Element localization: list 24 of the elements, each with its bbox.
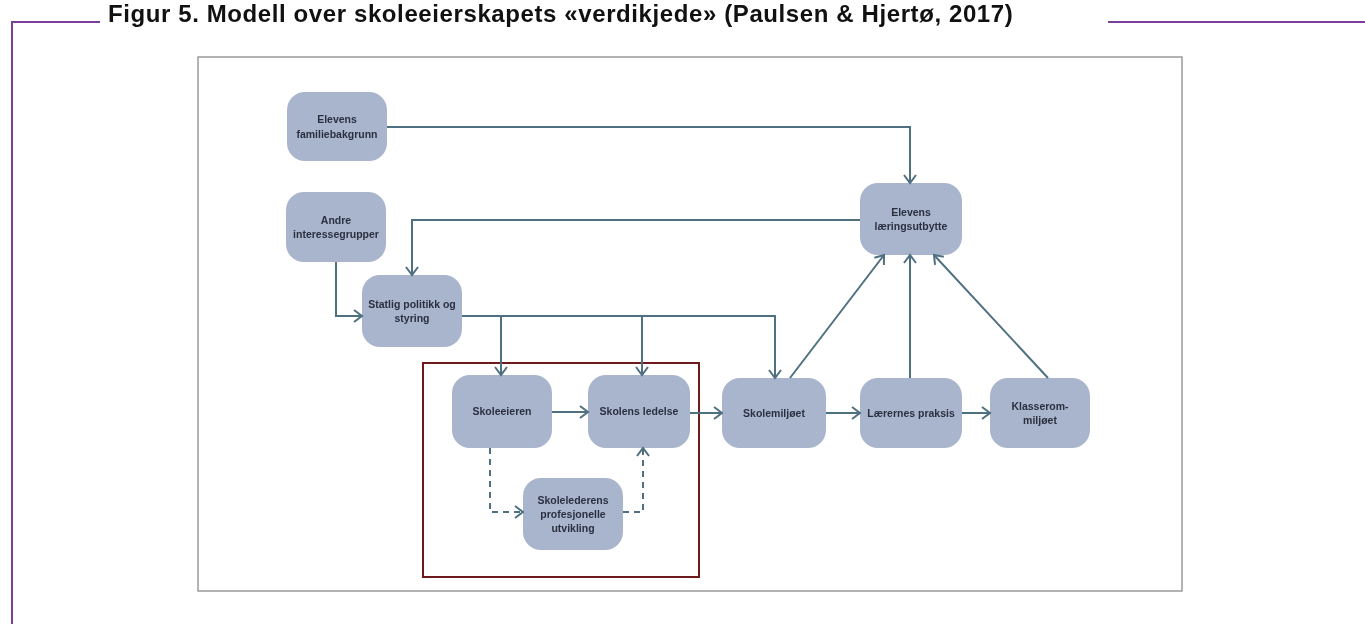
process-box: Elevens familiebakgrunn: [287, 92, 387, 161]
arrow: [386, 126, 917, 184]
arrow: [489, 447, 524, 519]
process-box: Andre interessegrupper: [286, 192, 386, 262]
arrow: [405, 219, 861, 276]
process-box: Lærernes praksis: [860, 378, 962, 448]
arrow: [622, 447, 650, 513]
arrow: [461, 315, 782, 379]
process-box: Skolens ledelse: [588, 375, 690, 448]
arrow: [789, 254, 885, 379]
group-frame: [422, 362, 700, 578]
arrow: [825, 406, 861, 420]
arrow: [551, 405, 589, 419]
arrow: [903, 254, 917, 379]
arrow: [335, 261, 363, 323]
process-box: Skolelederens profesjonelle utvikling: [523, 478, 623, 550]
process-box: Elevens læringsutbytte: [860, 183, 962, 255]
arrow: [961, 406, 991, 420]
arrow: [689, 406, 723, 420]
process-box: Skoleeieren: [452, 375, 552, 448]
process-box: Klasserom-miljøet: [990, 378, 1090, 448]
process-box: Statlig politikk og styring: [362, 275, 462, 347]
process-box: Skolemiljøet: [722, 378, 826, 448]
arrow: [933, 254, 1049, 379]
